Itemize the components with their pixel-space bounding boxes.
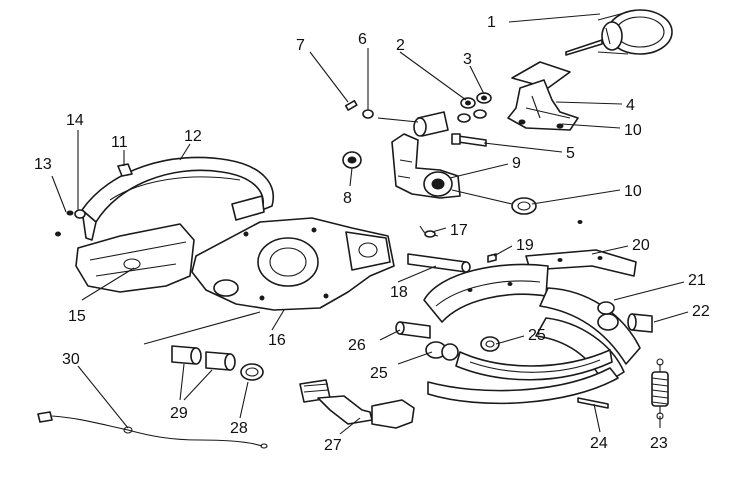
part-nut-14 <box>74 209 86 219</box>
part-bushing-8 <box>342 151 362 169</box>
callout-labels: 1 2 3 4 5 6 7 8 9 10 10 11 12 13 14 15 1… <box>34 14 710 454</box>
part-shoe-web <box>535 287 641 385</box>
part-nut-2 <box>460 97 476 109</box>
callout-11: 11 <box>111 134 128 151</box>
part-spider-casting <box>191 217 395 311</box>
part-slack-adjuster <box>391 133 461 199</box>
leader-lines <box>51 13 689 435</box>
part-bolt-17 <box>419 225 439 238</box>
callout-27: 27 <box>324 437 342 454</box>
part-clip-11 <box>117 163 133 177</box>
callout-15: 15 <box>68 308 86 325</box>
callout-28: 28 <box>230 420 248 437</box>
part-shoe-pin-26 <box>395 321 431 339</box>
part-backing-plate <box>55 210 195 293</box>
callout-14: 14 <box>66 112 84 129</box>
part-washer-6 <box>362 109 374 119</box>
callout-4: 4 <box>626 97 635 114</box>
callout-2: 2 <box>396 37 405 54</box>
callout-3: 3 <box>463 51 472 68</box>
part-camshaft <box>299 379 415 429</box>
callout-19: 19 <box>516 237 534 254</box>
part-bushing-29b <box>205 351 236 371</box>
callout-10-upper: 10 <box>624 122 642 139</box>
part-seal-washer <box>451 189 583 224</box>
part-brake-shoe-lower <box>427 349 619 405</box>
part-return-spring <box>651 358 669 420</box>
part-washer-pair <box>457 109 487 123</box>
callout-17: 17 <box>450 222 468 239</box>
part-clevis-pin <box>377 111 449 137</box>
part-rivet <box>487 253 497 263</box>
part-roller-25-upper <box>480 336 500 352</box>
callout-30: 30 <box>62 351 80 368</box>
callout-29: 29 <box>170 405 188 422</box>
part-seal-28 <box>240 363 264 381</box>
part-brake-chamber <box>565 9 673 56</box>
callout-5: 5 <box>566 145 575 162</box>
callout-13: 13 <box>34 156 52 173</box>
callout-10-lower: 10 <box>624 183 642 200</box>
part-bolt-5 <box>451 133 487 147</box>
callout-22: 22 <box>692 303 710 320</box>
part-bushing-29a <box>171 345 202 365</box>
callout-18: 18 <box>390 284 408 301</box>
part-roller-22 <box>627 313 653 333</box>
part-wear-sensor-cable <box>37 411 268 449</box>
callout-23: 23 <box>650 435 668 452</box>
callout-21: 21 <box>688 272 706 289</box>
part-brake-shoe-upper <box>423 263 549 323</box>
callout-25-lower: 25 <box>370 365 388 382</box>
callout-1: 1 <box>487 14 496 31</box>
part-bracket <box>507 61 579 131</box>
callout-24: 24 <box>590 435 608 452</box>
callout-7: 7 <box>296 37 305 54</box>
part-cotter-pin <box>344 99 358 111</box>
part-pin-24 <box>577 397 609 409</box>
callout-16: 16 <box>268 332 286 349</box>
part-roller-25-lower <box>425 341 459 361</box>
callout-6: 6 <box>358 31 367 48</box>
part-anchor-pin <box>407 253 471 273</box>
callout-9: 9 <box>512 155 521 172</box>
part-nut-3 <box>476 92 492 104</box>
callout-8: 8 <box>343 190 352 207</box>
callout-20: 20 <box>632 237 650 254</box>
callout-12: 12 <box>184 128 202 145</box>
callout-26: 26 <box>348 337 366 354</box>
callout-25-upper: 25 <box>528 327 546 344</box>
